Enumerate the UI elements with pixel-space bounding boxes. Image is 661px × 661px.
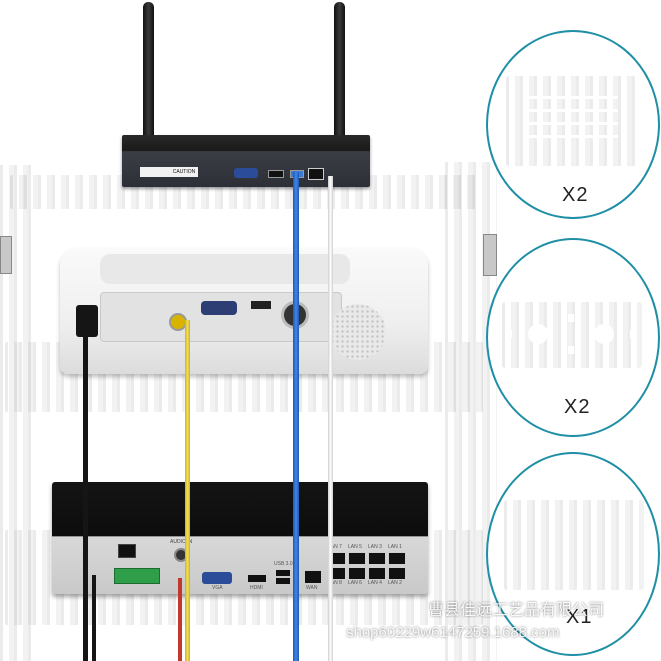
plate-slot	[568, 346, 574, 354]
nvr-power-switch	[118, 544, 136, 558]
lan-label-bottom-3: LAN 4	[368, 580, 382, 586]
part-callout-solid-panel: X1	[486, 452, 660, 656]
plate-slot	[630, 330, 636, 338]
watermark-shop: shop60229w6147259.1688.com	[346, 624, 560, 641]
part-quantity-3: X1	[566, 606, 593, 628]
router-hdmi-port	[268, 170, 284, 178]
lan-port	[348, 567, 366, 580]
lan-label-top-1: LAN 7	[328, 544, 342, 550]
lan-label-bottom-1: LAN 8	[328, 580, 342, 586]
router-vga-port	[234, 168, 258, 178]
watermark-company: 曹县佳远工艺品有限公司	[428, 602, 605, 619]
cable-black-2	[92, 575, 96, 661]
cable-yellow	[185, 320, 190, 661]
projector-speaker-grille	[330, 304, 386, 360]
nvr-usb-label: USB 3.0	[274, 561, 293, 567]
lan-label-top-4: LAN 1	[388, 544, 402, 550]
lan-port	[348, 552, 366, 565]
lan-label-top-2: LAN 5	[348, 544, 362, 550]
projector-top-panel	[100, 254, 350, 284]
cable-black	[83, 336, 88, 661]
slat-gap	[524, 96, 618, 99]
bracket-plate-with-holes-icon	[502, 302, 642, 368]
router-antenna-right	[334, 2, 345, 170]
wall-bracket-right	[483, 234, 497, 276]
projector-hdmi-port	[251, 301, 271, 309]
router-antenna-left	[143, 2, 154, 170]
plate-hole	[594, 324, 614, 344]
lan-label-bottom-4: LAN 2	[388, 580, 402, 586]
projector-power-plug	[76, 305, 98, 337]
plate-slot	[506, 330, 512, 338]
projector-vga-port	[201, 301, 237, 315]
cable-red	[178, 578, 182, 661]
nvr-wan-label: WAN	[306, 585, 318, 591]
lan-port	[388, 567, 406, 580]
nvr-body: AUDIO IN VGA HDMI USB 3.0 WAN LAN 7 LAN …	[52, 482, 428, 594]
plate-slot	[568, 314, 574, 322]
slatted-shelf-panel-icon	[506, 76, 636, 166]
nvr-vga-label: VGA	[212, 585, 223, 591]
cable-blue	[293, 172, 299, 661]
nvr-vga-port	[202, 572, 232, 584]
router-lan-port	[308, 168, 324, 180]
slat-gap	[524, 122, 618, 125]
nvr-hdmi-label: HDMI	[250, 585, 263, 591]
part-quantity-1: X2	[562, 184, 589, 206]
lan-label-bottom-2: LAN 6	[348, 580, 362, 586]
projector-io-panel	[100, 292, 342, 342]
nvr-usb-ports	[276, 570, 290, 584]
lan-port	[388, 552, 406, 565]
part-callout-slatted-panel: X2	[486, 30, 660, 219]
router-sticker	[140, 167, 170, 177]
slat-gap	[524, 135, 618, 138]
projector-body	[60, 248, 428, 374]
slat-gap	[524, 109, 618, 112]
plate-hole	[528, 324, 548, 344]
cable-white	[328, 176, 333, 661]
nvr-hdmi-port	[248, 575, 266, 582]
nvr-lan-switch: LAN 7 LAN 5 LAN 3 LAN 1 LAN 8 LAN 6 LAN …	[328, 544, 410, 586]
lan-port	[368, 567, 386, 580]
wall-bracket-left	[0, 236, 12, 274]
nvr-terminal-block	[114, 568, 160, 584]
solid-back-panel-icon	[504, 500, 644, 590]
lan-port	[368, 552, 386, 565]
lan-label-top-3: LAN 3	[368, 544, 382, 550]
router-caution-label: CAUTION	[170, 167, 198, 177]
part-callout-bracket-plate: X2	[486, 238, 660, 437]
nvr-wan-port	[304, 570, 322, 584]
part-quantity-2: X2	[564, 396, 591, 418]
nvr-audio-label: AUDIO IN	[170, 539, 193, 545]
